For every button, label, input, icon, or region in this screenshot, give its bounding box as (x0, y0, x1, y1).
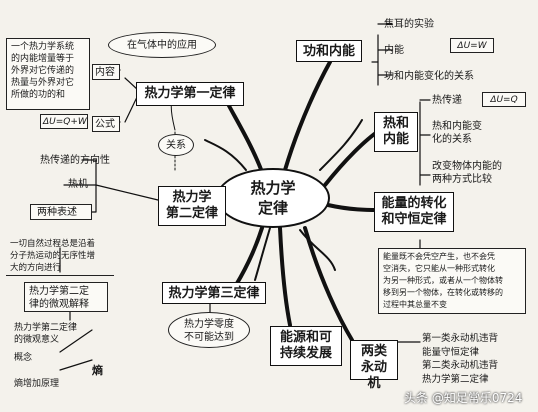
work-formula: ΔU=W (450, 38, 494, 53)
conservation-text: 能量既不会凭空产生，也不会凭 空消失，它只能从一种形式转化 为另一种形式，或者从… (378, 248, 526, 314)
micro-meaning: 热力学第二定律 的微观意义 (14, 323, 78, 345)
energy-change-methods: 改变物体内能的 两种方式比较 (432, 161, 502, 185)
first-law-formula: ΔU=Q+W (40, 114, 88, 129)
watermark: 头条 @知足常乐0724 (404, 391, 523, 405)
heat-engine: 热机 (68, 179, 88, 190)
first-law-content-text: 一个热力学系统 的内能增量等于 外界对它传递的 热量与外界对它 所做的功的和 (6, 38, 90, 110)
branch-perpetual (303, 226, 354, 342)
entropy-label: 熵 (92, 364, 103, 377)
branch-energy (278, 226, 292, 327)
concept-label: 概念 (14, 353, 33, 363)
branch-third-law (234, 226, 264, 287)
formula-label: 公式 (92, 116, 120, 132)
branch-conservation (326, 203, 380, 212)
internal-energy: 内能 (384, 45, 404, 56)
relation-bubble: 关系 (158, 134, 194, 156)
heat-energy-relation: 热和内能变 化的关系 (432, 121, 482, 145)
heat-formula: ΔU=Q (482, 92, 526, 107)
heat-energy-topic: 热和 内能 (374, 112, 418, 152)
conservation-topic: 能量的转化 和守恒定律 (374, 192, 454, 232)
two-statements: 两种表述 (30, 204, 92, 220)
micro-explanation: 热力学第二定 律的微观解释 (24, 282, 108, 312)
micro-text: 一切自然过程总是沿着 分子热运动的无序性增 大的方向进行 (6, 236, 114, 276)
second-law-topic: 热力学 第二定律 (158, 186, 226, 226)
entropy-principle: 熵增加原理 (14, 379, 60, 389)
heat-transfer: 热传递 (432, 95, 462, 106)
energy-sources-topic: 能源和可 持续发展 (270, 326, 342, 366)
central-topic: 热力学 定律 (216, 168, 330, 228)
branch-work (283, 60, 332, 172)
first-law-topic: 热力学第一定律 (136, 82, 244, 106)
perpetual-text: 第一类永动机违背 能量守恒定律 第二类永动机违背 热力学第二定律 (422, 333, 499, 385)
joule-experiment: 焦耳的实验 (384, 19, 434, 30)
third-law-topic: 热力学第三定律 (162, 282, 266, 304)
heat-direction: 热传递的方向性 (40, 155, 110, 166)
work-energy-relation: 功和内能变化的关系 (384, 71, 474, 82)
absolute-zero-bubble: 热力学零度 不可能达到 (168, 312, 250, 348)
context-bubble: 在气体中的应用 (108, 32, 216, 58)
content-label: 内容 (92, 64, 120, 80)
work-energy-topic: 功和内能 (296, 40, 362, 62)
perpetual-motion-topic: 两类 永动机 (350, 340, 398, 391)
